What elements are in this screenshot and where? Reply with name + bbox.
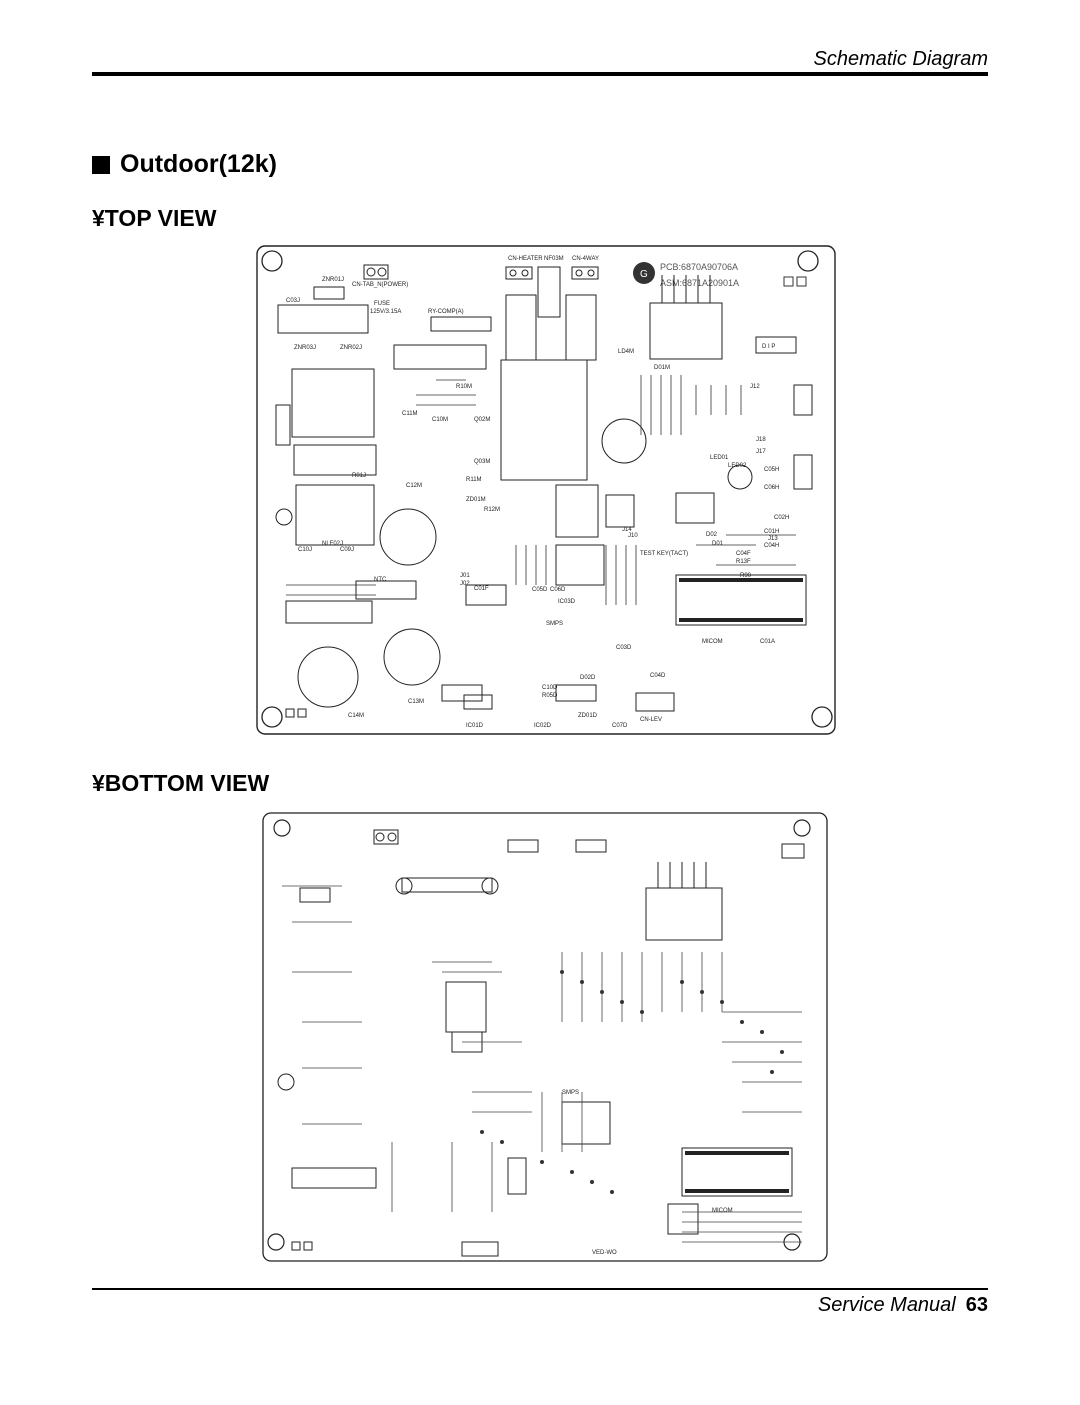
label-c12m: C12M (406, 483, 422, 489)
label-znr02j: ZNR02J (340, 345, 362, 351)
header-section-label: Schematic Diagram (813, 48, 988, 70)
label-c06h: C06H (764, 485, 779, 491)
label-ic01d: IC01D (466, 723, 484, 729)
label-dip: D I P (762, 344, 775, 350)
label-ntc: NTC (374, 577, 387, 583)
label-test-key: TEST KEY(TACT) (640, 551, 688, 557)
label-r05d: R05D (542, 693, 558, 699)
label-c04d: C04D (650, 673, 666, 679)
mount-hole (797, 250, 819, 272)
label-c04f: C04F (736, 551, 751, 557)
bottom-label-micom: MICOM (712, 1208, 733, 1214)
bottom-label-cn-lev: VED-WO (592, 1250, 617, 1256)
label-ld4m: LD4M (618, 349, 634, 355)
label-d02: D02 (706, 532, 718, 538)
label-j10: J10 (628, 533, 638, 539)
section-title: Outdoor(12k) (120, 150, 277, 178)
label-znr01j: ZNR01J (322, 277, 344, 283)
label-zd01d: ZD01D (578, 713, 598, 719)
label-c13m: C13M (408, 699, 424, 705)
asm-number: ASM:6871A20901A (660, 278, 739, 288)
label-c01f: C01F (474, 586, 489, 592)
label-cn-lev: CN-LEV (640, 717, 662, 723)
label-nf03m: NF03M (544, 256, 564, 262)
label-c06d: C06D (550, 587, 566, 593)
label-c07d: C07D (612, 723, 628, 729)
label-c10d: C10D (542, 685, 558, 691)
label-j02: J02 (460, 581, 470, 587)
bottom-label-smps: SMPS (562, 1090, 579, 1096)
label-znr03j: ZNR03J (294, 345, 316, 351)
label-c05h: C05H (764, 467, 779, 473)
bullet-square-icon (92, 155, 110, 174)
mount-hole (261, 250, 283, 272)
label-led02: LED02 (728, 463, 747, 469)
label-d01: D01 (712, 541, 724, 547)
section-heading: Outdoor(12k) (92, 150, 277, 179)
bottom-view-pcb-drawing: MICOM SMPS VED-WO (262, 812, 828, 1262)
footer-rule (92, 1288, 988, 1290)
label-r13f: R13F (736, 559, 751, 565)
label-cn-heater: CN-HEATER (508, 256, 543, 262)
label-d01m: D01M (654, 365, 670, 371)
svg-text:G: G (640, 269, 648, 280)
mount-hole (273, 819, 291, 837)
label-r11m: R11M (466, 477, 482, 483)
bottom-view-title: ¥BOTTOM VIEW (92, 770, 270, 796)
pcb-number: PCB:6870A90706A (660, 262, 738, 272)
label-ry-comp: RY-COMP(A) (428, 309, 464, 315)
mount-hole (267, 1233, 285, 1251)
mount-hole (793, 819, 811, 837)
label-c09j: C09J (340, 547, 354, 553)
label-c11m: C11M (402, 411, 418, 417)
page-number: 63 (965, 1294, 988, 1316)
label-cn-4way: CN-4WAY (572, 256, 599, 262)
top-view-board: G PCB:6870A90706A ASM:6871A20901A (256, 245, 836, 735)
label-fuse-rating: 125V/3.15A (370, 309, 401, 315)
label-micom: MICOM (702, 639, 723, 645)
label-ic03d: IC03D (558, 599, 576, 605)
label-ic02d: IC02D (534, 723, 552, 729)
label-c02h: C02H (774, 515, 789, 521)
label-r12m: R12M (484, 507, 500, 513)
lg-logo-icon (633, 262, 655, 284)
label-nlf02j: NLF02J (322, 541, 343, 547)
label-j13: J13 (768, 536, 778, 542)
top-view-title: ¥TOP VIEW (92, 205, 217, 231)
label-j14: J14 (622, 527, 632, 533)
label-c10j: C10J (298, 547, 312, 553)
label-d02d: D02D (580, 675, 596, 681)
footer: Service Manual 63 (818, 1294, 988, 1317)
label-zd01m: ZD01M (466, 497, 486, 503)
label-q02m: Q02M (474, 417, 490, 423)
label-r90: R90 (740, 573, 752, 579)
bottom-view-board: MICOM SMPS VED-WO (262, 812, 828, 1262)
label-smps: SMPS (546, 621, 563, 627)
label-c14m: C14M (348, 713, 364, 719)
label-r01j: R01J (352, 473, 366, 479)
mount-hole (261, 706, 283, 728)
label-j01: J01 (460, 573, 470, 579)
label-c10m: C10M (432, 417, 448, 423)
mount-hole (811, 706, 833, 728)
label-r10m: R10M (456, 384, 472, 390)
label-c05d: C05D (532, 587, 548, 593)
label-led01: LED01 (710, 455, 729, 461)
label-cn-tab-n: CN-TAB_N(POWER) (352, 282, 408, 288)
label-fuse: FUSE (374, 301, 390, 307)
footer-manual-label: Service Manual (817, 1294, 956, 1316)
header-rule (92, 72, 988, 76)
label-j18: J18 (756, 437, 766, 443)
label-c03j: C03J (286, 298, 300, 304)
label-j12: J12 (750, 384, 760, 390)
label-c03d: C03D (616, 645, 632, 651)
label-c01h: C01H (764, 529, 779, 535)
top-view-pcb-drawing: G PCB:6870A90706A ASM:6871A20901A (256, 245, 836, 735)
label-j17: J17 (756, 449, 766, 455)
label-q03m: Q03M (474, 459, 490, 465)
label-c01a: C01A (760, 639, 775, 645)
label-c04h: C04H (764, 543, 779, 549)
